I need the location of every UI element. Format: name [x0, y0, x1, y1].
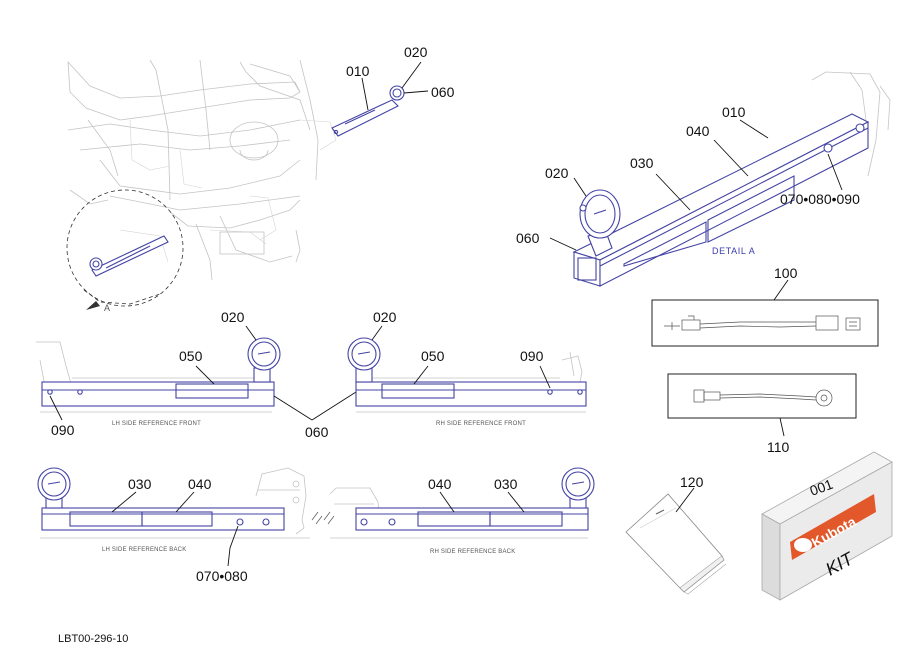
view-arrow-label: A — [104, 303, 110, 313]
callout-040-detail: 040 — [686, 123, 710, 139]
callout-050-lh-front: 050 — [179, 348, 203, 364]
callout-060-mid: 060 — [305, 424, 329, 440]
harness-110-box — [667, 373, 857, 437]
callouts-top — [361, 61, 429, 111]
callout-110: 110 — [767, 439, 790, 455]
callout-090-lh-front: 090 — [51, 422, 75, 438]
lh-front-caption: LH SIDE REFERENCE FRONT — [112, 421, 201, 427]
kit-box-001 — [761, 451, 893, 601]
drawing-code: LBT00-296-10 — [58, 633, 128, 645]
detail-a-label: DETAIL A — [712, 246, 755, 256]
callout-030-rh-back: 030 — [494, 476, 518, 492]
callouts-rh-front — [371, 325, 551, 389]
manual-120 — [625, 487, 727, 595]
rh-back-caption: RH SIDE REFERENCE BACK — [430, 549, 515, 555]
callout-030-lh-back: 030 — [128, 476, 152, 492]
callout-030-detail: 030 — [630, 155, 654, 171]
callout-020-rh-front: 020 — [373, 309, 397, 325]
callout-020-top: 020 — [404, 44, 428, 60]
callout-010-detail: 010 — [722, 104, 746, 120]
detail-circle — [66, 189, 184, 310]
callouts-rh-back — [439, 491, 525, 513]
lh-front-view — [36, 337, 281, 413]
callout-020-detail: 020 — [545, 165, 569, 181]
lh-back-view — [37, 467, 323, 539]
detail-a-bar — [572, 113, 870, 287]
callout-070-080-lh-back: 070•080 — [196, 568, 248, 584]
rh-back-view — [323, 467, 595, 539]
machine-frame-ghost — [67, 59, 337, 281]
callout-050-rh-front: 050 — [421, 348, 445, 364]
light-bar-installed-top — [331, 85, 405, 137]
callout-001: 001 — [808, 476, 836, 499]
callout-060-top: 060 — [431, 84, 455, 100]
callout-070-080-090-detail: 070•080•090 — [780, 191, 860, 207]
detail-a-ghost — [811, 71, 891, 177]
callout-100: 100 — [774, 265, 798, 281]
callouts-detail — [549, 119, 843, 251]
callout-120: 120 — [680, 474, 704, 490]
callout-010-top: 010 — [346, 63, 370, 79]
lh-back-caption: LH SIDE REFERENCE BACK — [102, 547, 186, 553]
callout-060-leaders — [273, 391, 357, 421]
callouts-lh-front — [49, 325, 257, 421]
harness-100-box — [651, 279, 879, 347]
callout-060-detail: 060 — [516, 230, 540, 246]
rh-front-caption: RH SIDE REFERENCE FRONT — [436, 421, 526, 427]
callout-020-lh-front: 020 — [221, 309, 245, 325]
callout-090-rh-front: 090 — [520, 348, 544, 364]
callout-040-rh-back: 040 — [428, 476, 452, 492]
rh-front-view — [347, 337, 587, 413]
callout-040-lh-back: 040 — [188, 476, 212, 492]
callouts-lh-back — [111, 491, 239, 567]
